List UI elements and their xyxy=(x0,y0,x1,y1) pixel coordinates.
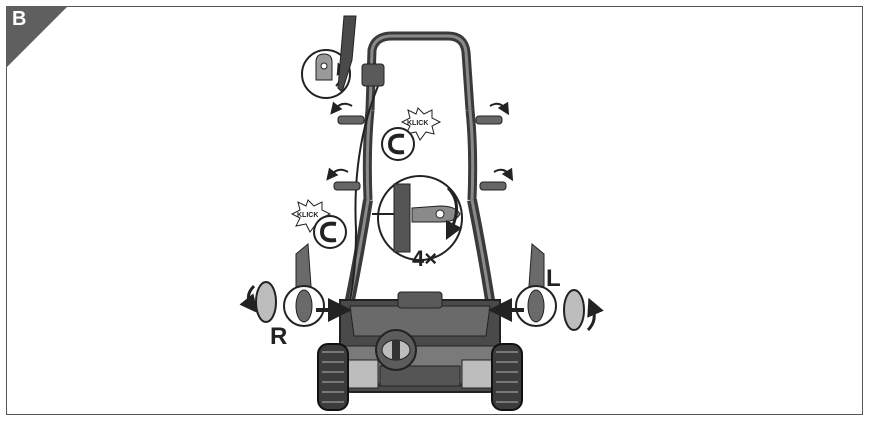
clamp-lever-right-upper xyxy=(475,101,510,125)
rotate-arrow-icon xyxy=(586,297,604,332)
figure-badge-label: B xyxy=(12,8,27,30)
wheel-icon xyxy=(295,289,313,323)
clip-detail-left xyxy=(313,215,347,249)
left-wheel-label: L xyxy=(546,265,561,292)
mower-body xyxy=(339,291,501,393)
switch-box xyxy=(361,63,385,87)
rotate-arrow-icon xyxy=(239,284,258,314)
lock-detail xyxy=(301,15,357,99)
rotate-arrow-icon xyxy=(445,186,463,241)
clamp-lever-left-upper xyxy=(330,101,365,125)
middle-handle xyxy=(362,109,478,201)
carry-handle xyxy=(397,291,443,309)
klick-text-left: KLICK xyxy=(297,212,318,219)
klick-text-top: KLICK xyxy=(407,120,428,127)
clamp-lever-right-lower xyxy=(479,167,514,191)
lower-handle xyxy=(345,85,495,301)
tighten-count-label: 4× xyxy=(412,246,437,271)
clip-icon xyxy=(319,221,337,243)
front-wheel-right xyxy=(491,343,523,411)
cable-hook xyxy=(337,15,357,93)
right-wheel-label: R xyxy=(270,323,287,350)
clamp-lever-left-lower xyxy=(326,167,361,191)
wheel-icon xyxy=(527,289,545,323)
front-wheel-left xyxy=(317,343,349,411)
clamp-knob-detail: 4× xyxy=(372,175,463,271)
clip-detail-top xyxy=(381,127,415,161)
rear-wheel-right: R xyxy=(239,281,352,350)
clip-icon xyxy=(387,133,405,155)
rear-wheel-left: L xyxy=(488,265,604,332)
figure-badge xyxy=(6,6,68,68)
klick-burst-top: KLICK xyxy=(400,107,442,141)
upper-handle xyxy=(361,31,475,111)
